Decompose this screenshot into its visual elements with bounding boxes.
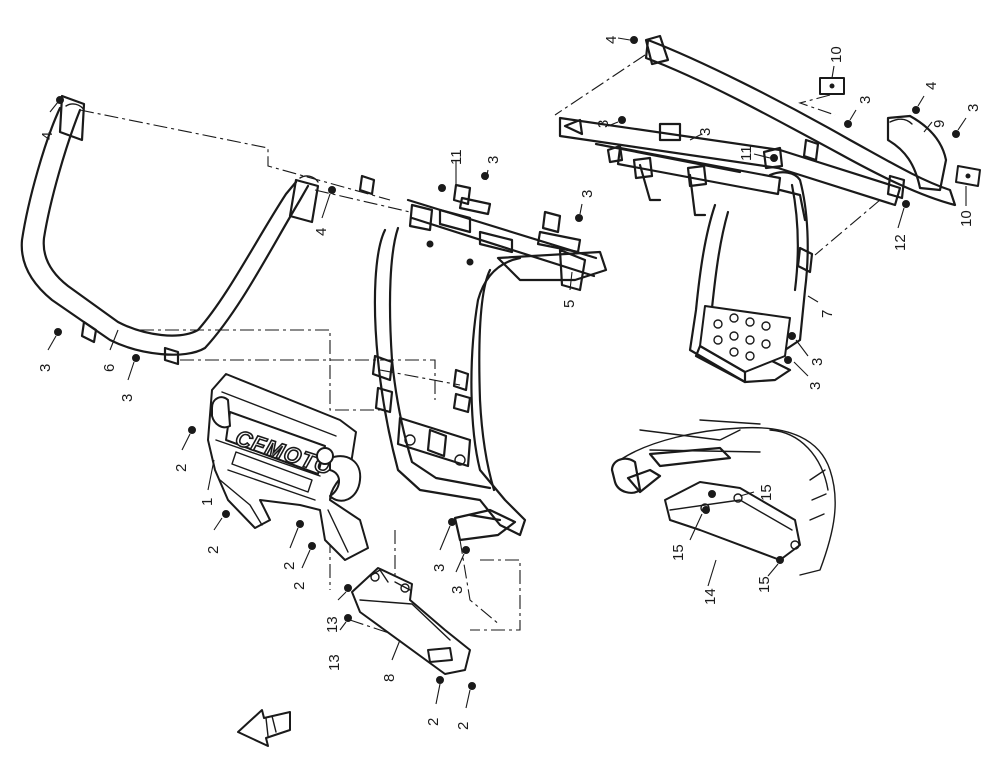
callout-9: 9: [931, 120, 948, 128]
callout-15: 15: [670, 544, 687, 561]
callout-3: 3: [449, 586, 466, 594]
callout-8: 7: [819, 310, 836, 318]
callout-leader-lines: [47, 37, 967, 709]
callout-3: 3: [965, 104, 982, 112]
callout-11: 12: [892, 234, 909, 251]
front-upper-bumper-tube: [20, 94, 320, 366]
callout-3: 3: [809, 358, 826, 366]
callout-3: 3: [807, 382, 824, 390]
rear-skid-plate-inset: [610, 419, 836, 576]
callout-15: 15: [756, 576, 773, 593]
callout-10: 10: [958, 210, 975, 227]
callout-3: 3: [431, 564, 448, 572]
callout-3: 3: [119, 394, 136, 402]
callout-3: 3: [579, 190, 596, 198]
front-frame-uprights: [371, 198, 608, 542]
callout-4: 4: [39, 132, 56, 140]
callout-2: 2: [173, 464, 190, 472]
callout-3: 3: [595, 120, 612, 128]
callout-11: 11: [738, 145, 755, 161]
callout-14: 14: [702, 588, 719, 605]
front-frame-mount-brackets: [358, 174, 582, 266]
callout-2: 2: [205, 546, 222, 554]
rubber-pads: [819, 77, 981, 187]
callout-1: 1: [199, 498, 216, 506]
callout-2: 2: [291, 582, 308, 590]
callout-labels: 4 4 3 3 6 2 1 2 2 2 13 13 3 3 8 2 2 11 3…: [37, 36, 982, 730]
callout-13: 13: [324, 616, 341, 633]
callout-4: 4: [603, 36, 620, 44]
front-lower-skid-bracket: [351, 567, 471, 675]
callout-13: 13: [326, 654, 343, 671]
callout-12: 11: [448, 149, 465, 165]
callout-6: 6: [101, 364, 118, 372]
callout-2: 2: [455, 722, 472, 730]
callout-2: 2: [281, 562, 298, 570]
callout-2: 2: [425, 718, 442, 726]
rear-upper-bumper-tube: [644, 34, 957, 207]
callout-4: 4: [313, 228, 330, 236]
callout-4: 4: [923, 82, 940, 90]
rear-step-rack: [688, 171, 814, 384]
callout-5: 5: [561, 300, 578, 308]
callout-3: 3: [697, 128, 714, 136]
rear-crossmember-frame: [558, 116, 906, 222]
callout-3: 3: [857, 96, 874, 104]
callout-7: 8: [381, 674, 398, 682]
fastener-bolts: [54, 36, 960, 690]
callout-15: 15: [758, 484, 775, 501]
callout-3: 3: [37, 364, 54, 372]
callout-3: 3: [485, 156, 502, 164]
front-fascia-panel: CFMOTO: [207, 373, 369, 561]
front-direction-arrow-icon: [237, 709, 291, 747]
callout-10: 10: [828, 46, 845, 63]
